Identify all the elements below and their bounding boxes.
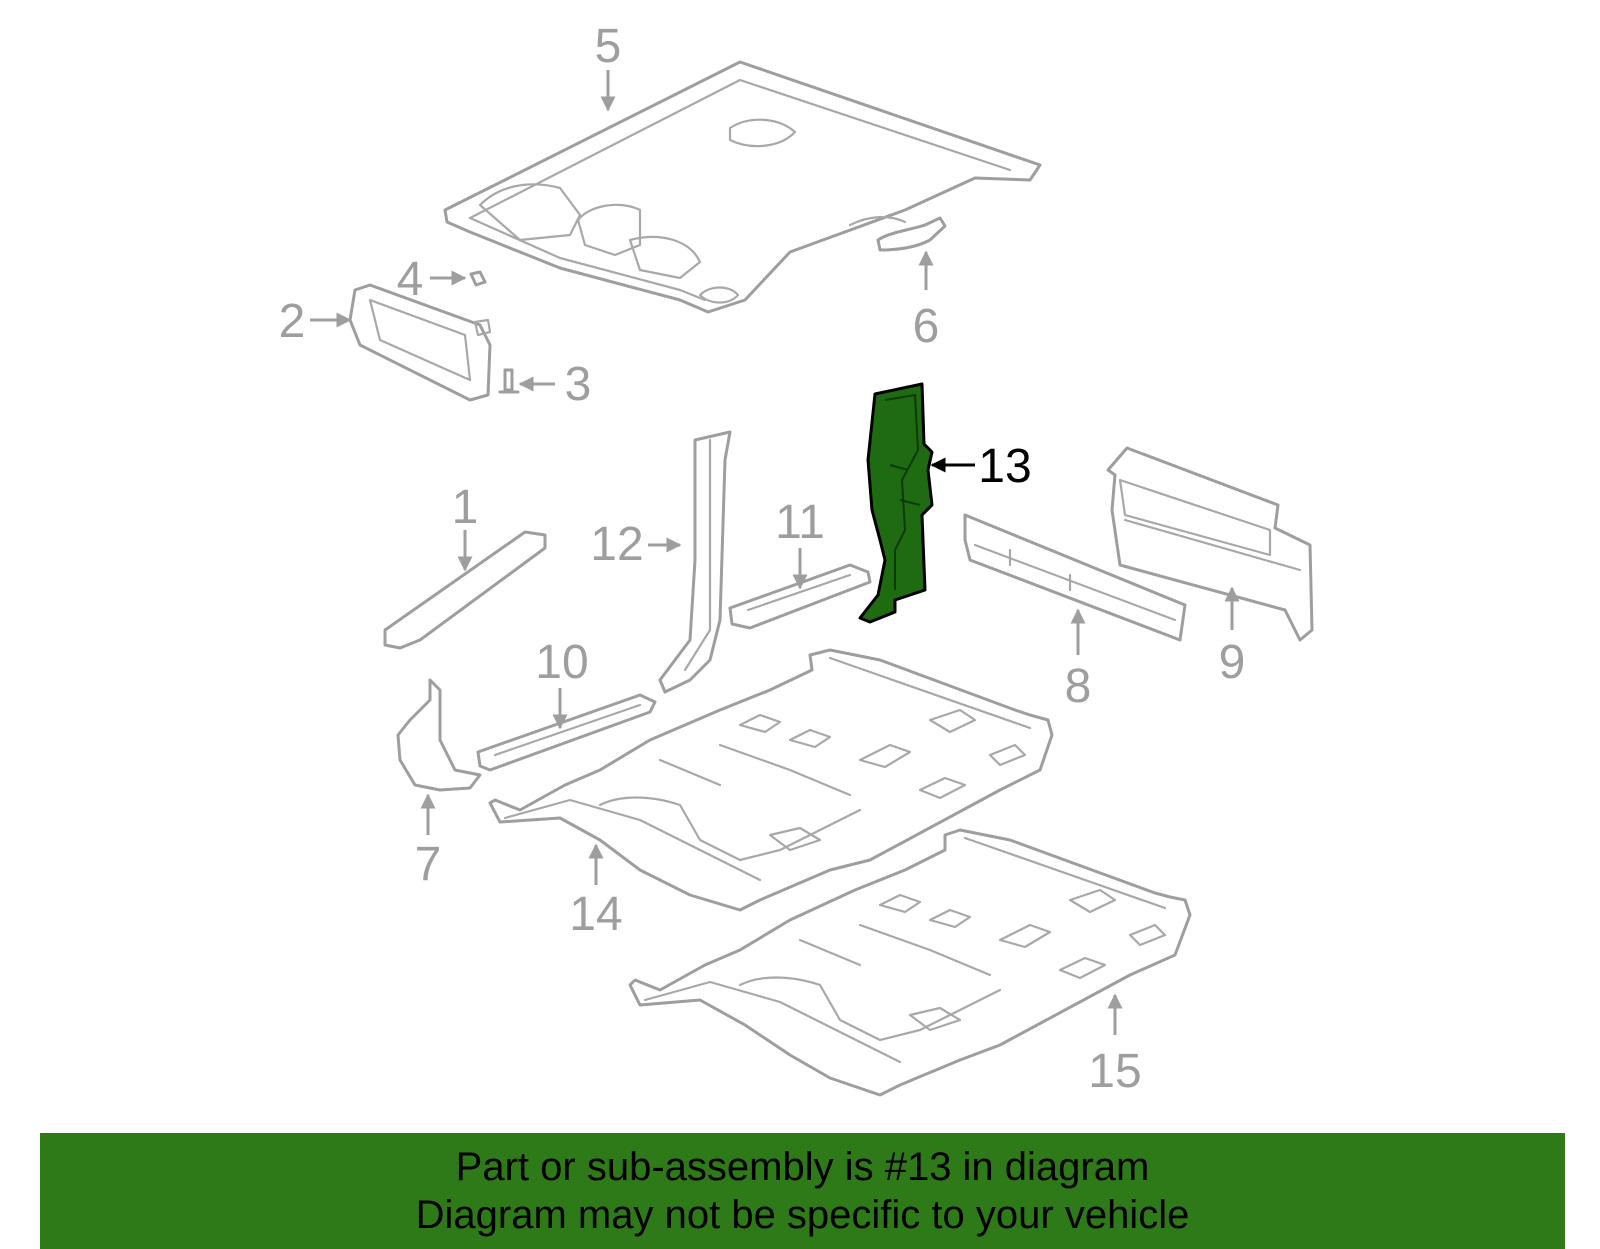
- rear-panel-part[interactable]: [963, 513, 1187, 642]
- banner-line-disclaimer: Diagram may not be specific to your vehi…: [415, 1193, 1190, 1237]
- screw-part[interactable]: [498, 368, 520, 394]
- kick-panel-part[interactable]: [396, 678, 482, 792]
- callout-6: 6: [913, 300, 940, 353]
- callout-5: 5: [595, 20, 622, 73]
- info-banner: Part or sub-assembly is #13 in diagram D…: [40, 1133, 1565, 1249]
- callout-1: 1: [452, 481, 479, 534]
- callout-2: 2: [279, 295, 306, 348]
- grab-handle-part[interactable]: [876, 216, 947, 252]
- callout-10: 10: [535, 636, 588, 689]
- callout-7: 7: [415, 838, 442, 891]
- callout-3: 3: [565, 358, 592, 411]
- callout-14: 14: [569, 888, 622, 941]
- callout-15: 15: [1088, 1045, 1141, 1098]
- callout-8: 8: [1065, 660, 1092, 713]
- visor-clip-part[interactable]: [469, 270, 487, 287]
- sill-plate-part[interactable]: [728, 563, 872, 630]
- callout-11: 11: [775, 496, 825, 549]
- callout-13: 13: [978, 440, 1031, 493]
- front-sill-plate-part[interactable]: [476, 693, 657, 772]
- sun-visor-part[interactable]: [348, 283, 492, 402]
- front-carpet-part[interactable]: [488, 648, 1054, 912]
- headliner-part[interactable]: [443, 60, 1042, 314]
- banner-line-part-number: Part or sub-assembly is #13 in diagram: [455, 1145, 1150, 1189]
- a-pillar-trim-part[interactable]: [383, 530, 547, 650]
- callout-4: 4: [397, 253, 424, 306]
- rear-pillar-trim-highlighted-part[interactable]: [858, 382, 934, 624]
- b-pillar-trim-part[interactable]: [658, 430, 732, 694]
- rear-carpet-part[interactable]: [628, 828, 1192, 1097]
- callout-9: 9: [1219, 636, 1246, 689]
- callout-12: 12: [590, 518, 643, 571]
- rear-wall-trim-part[interactable]: [1106, 446, 1314, 642]
